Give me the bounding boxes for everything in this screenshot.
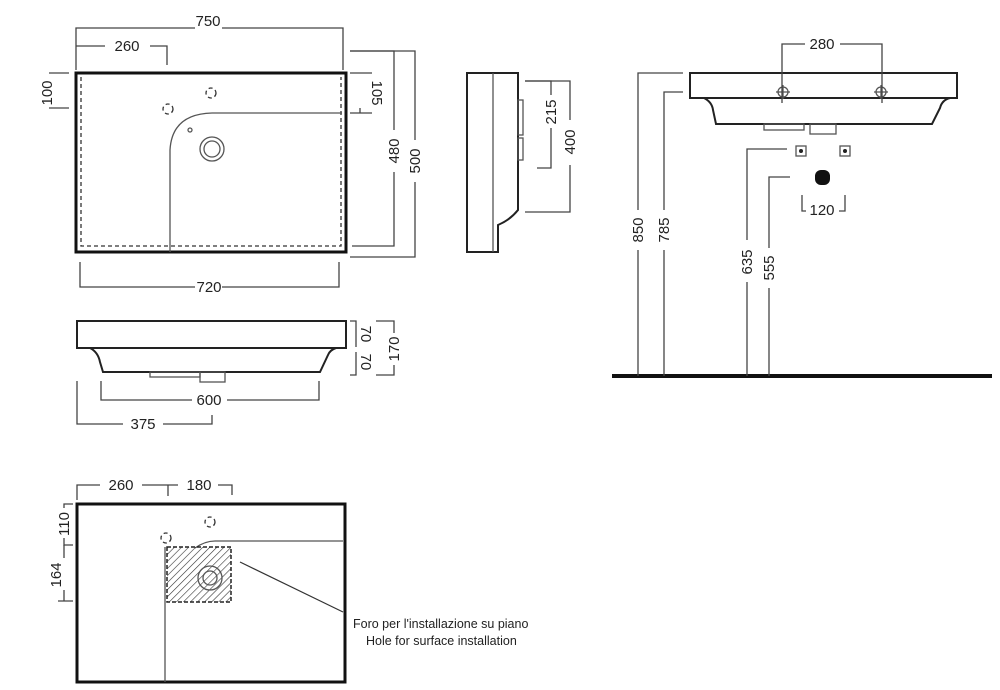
front-rim (76, 320, 347, 349)
dim-180: 180 (186, 477, 211, 494)
dim-850: 850 (630, 217, 647, 242)
dim-375: 375 (130, 416, 155, 433)
front-view: 70 70 170 600 375 (76, 320, 403, 433)
dim-480: 480 (386, 138, 403, 163)
dim-260-cutout: 260 (108, 477, 133, 494)
side-view: 215 400 (466, 72, 579, 253)
front-bowl (89, 347, 337, 373)
cutout-drain-outer (197, 565, 223, 591)
bowl-edge (169, 112, 342, 252)
supply-valve-left-icon (795, 145, 807, 157)
dim-70-bowl: 70 (357, 354, 374, 371)
dim-170: 170 (386, 336, 403, 361)
leader-line (239, 561, 344, 613)
tap-hole-right (205, 87, 217, 99)
dim-215: 215 (543, 99, 560, 124)
dim-120: 120 (809, 202, 834, 219)
cutout-hatched-area (166, 546, 232, 603)
tap-hole-left (162, 103, 174, 115)
dim-110: 110 (56, 512, 73, 536)
installation-view: 280 850 785 635 555 120 (612, 36, 992, 378)
basin-outline (74, 71, 348, 254)
dim-260: 260 (114, 38, 139, 55)
top-view: 750 260 100 105 480 500 720 (39, 13, 424, 296)
dim-105: 105 (368, 80, 385, 105)
cutout-tap-hole-left (160, 532, 172, 544)
overflow-hole (187, 127, 193, 133)
dim-785: 785 (656, 217, 673, 242)
note-english: Hole for surface installation (366, 634, 517, 648)
dim-555: 555 (761, 255, 778, 280)
drain-outer (199, 136, 225, 162)
dim-400: 400 (562, 129, 579, 154)
tap-hole-right-icon (874, 85, 888, 99)
supply-valve-right-icon (839, 145, 851, 157)
wall-rim (689, 72, 958, 99)
cutout-tap-hole-right (204, 516, 216, 528)
wall-bowl (703, 97, 951, 125)
cutout-view: 260 180 110 164 Foro per l'installazione… (48, 477, 528, 684)
dim-164: 164 (48, 562, 65, 587)
tap-hole-left-icon (776, 85, 790, 99)
dim-100: 100 (39, 80, 56, 105)
drain-inner (203, 140, 221, 158)
waste-outlet-icon (815, 170, 830, 185)
dim-600: 600 (196, 392, 221, 409)
dim-70-rim: 70 (357, 326, 374, 343)
side-profile (466, 72, 519, 253)
dim-750: 750 (195, 13, 220, 30)
dim-635: 635 (739, 249, 756, 274)
note-italian: Foro per l'installazione su piano (353, 617, 528, 631)
dim-280: 280 (809, 36, 834, 53)
dim-500: 500 (407, 148, 424, 173)
dim-720: 720 (196, 279, 221, 296)
inner-bowl-dashed (80, 77, 342, 247)
